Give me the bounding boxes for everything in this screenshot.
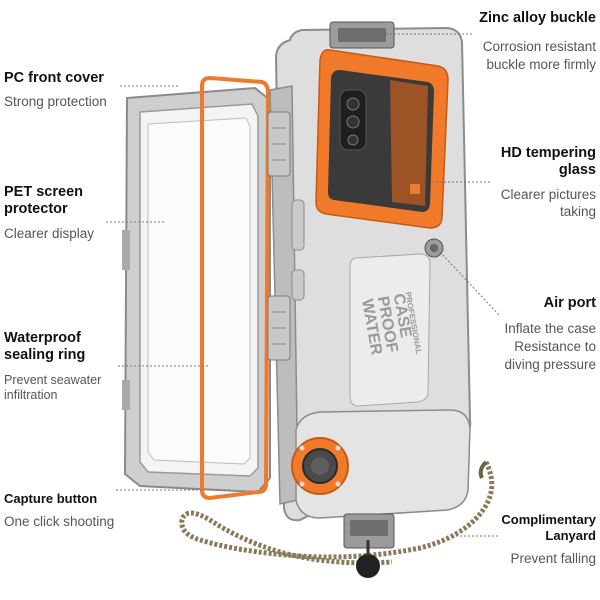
waterproof-ring-desc-2: infiltration	[4, 388, 58, 402]
sealing-ring	[200, 75, 271, 501]
lanyard-title-2: Lanyard	[545, 528, 596, 543]
air-port-title: Air port	[543, 295, 596, 311]
tempering-glass-frame	[315, 48, 449, 229]
grip	[295, 409, 471, 549]
zinc-buckle-title: Zinc alloy buckle	[479, 10, 596, 26]
lanyard	[179, 460, 495, 578]
air-port-desc-3: diving pressure	[504, 357, 596, 372]
hd-glass-title-1: HD tempering	[500, 145, 596, 161]
capture-button-graphic	[291, 437, 349, 495]
lanyard-title-1: Complimentary	[501, 512, 596, 527]
pc-front-cover-title: PC front cover	[4, 70, 104, 86]
hd-glass-desc-2: taking	[559, 204, 596, 219]
zinc-buckle-desc-2: buckle more firmly	[486, 57, 596, 72]
callout-leader-lines	[106, 33, 501, 537]
pet-screen-protector-title-1: PET screen	[4, 184, 83, 200]
air-port-desc-2: Resistance to	[514, 339, 596, 354]
lanyard-desc: Prevent falling	[510, 551, 596, 566]
pet-screen-protector-title-2: protector	[4, 201, 68, 217]
air-port	[424, 238, 444, 258]
pc-front-cover-desc: Strong protection	[4, 94, 107, 109]
hd-glass-title-2: glass	[558, 162, 596, 178]
waterproof-ring-title-2: sealing ring	[4, 347, 86, 363]
air-port-desc-1: Inflate the case	[504, 321, 596, 336]
capture-button-desc: One click shooting	[4, 514, 115, 529]
waterproof-ring-desc-1: Prevent seawater	[4, 373, 102, 387]
hd-glass-desc-1: Clearer pictures	[500, 187, 596, 202]
badge-plate: WATER PROOF CASE PROFESSIONAL	[349, 253, 431, 407]
pet-screen-protector-desc: Clearer display	[4, 226, 95, 241]
waterproof-ring-title-1: Waterproof	[4, 330, 81, 346]
capture-button-title: Capture button	[4, 491, 98, 506]
pc-front-cover	[122, 86, 271, 494]
zinc-buckle-desc-1: Corrosion resistant	[482, 39, 596, 54]
